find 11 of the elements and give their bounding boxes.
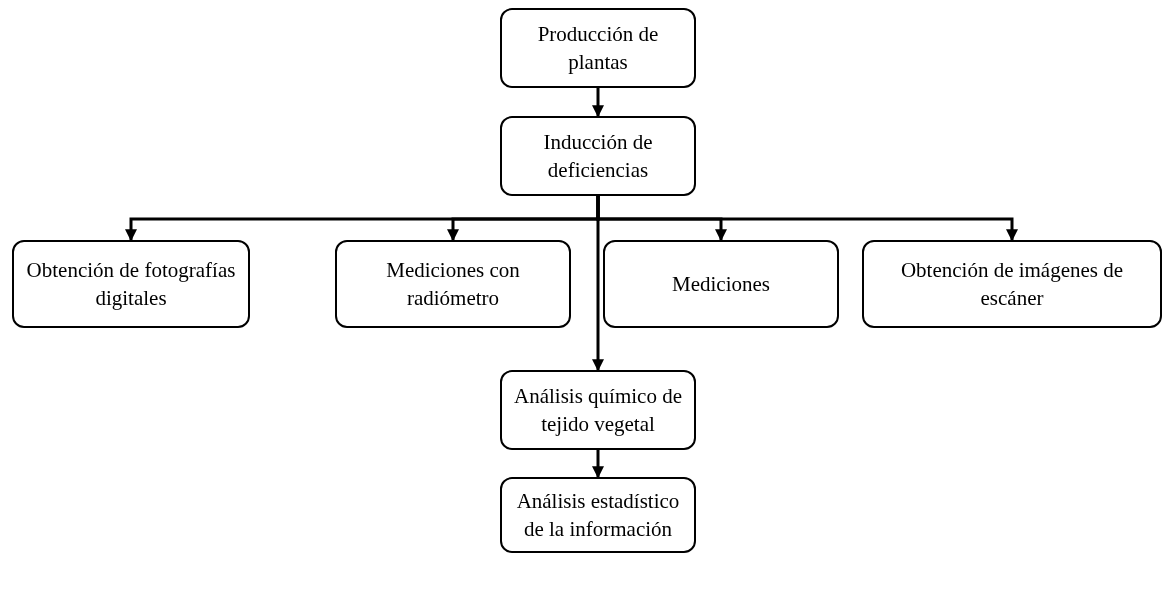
process-box: Obtención de fotografías digitales [12,240,250,328]
arrow [592,88,604,118]
process-box: Inducción de deficiencias [500,116,696,196]
process-box: Análisis estadístico de la información [500,477,696,553]
arrow [592,450,604,479]
process-box: Mediciones [603,240,839,328]
process-box: Mediciones con radiómetro [335,240,571,328]
process-box: Análisis químico de tejido vegetal [500,370,696,450]
arrow [592,196,604,372]
process-box: Obtención de imágenes de escáner [862,240,1162,328]
process-box: Producción de plantas [500,8,696,88]
